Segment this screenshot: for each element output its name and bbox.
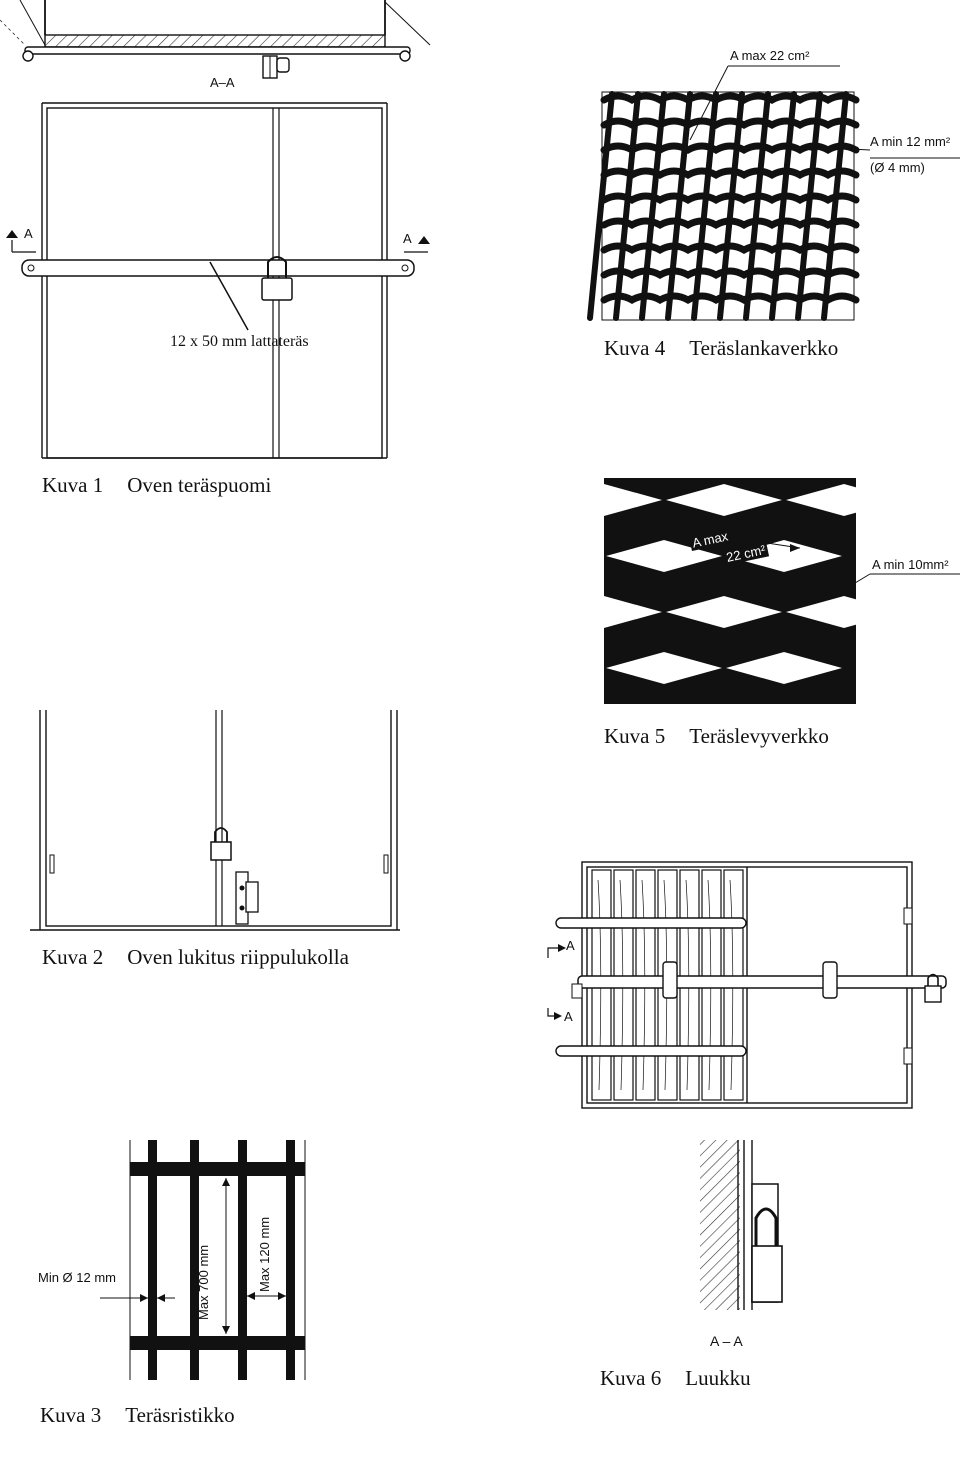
wood-grain [729,879,734,1091]
wood-grain [619,879,624,1091]
fig2-number: Kuva 2 [42,945,104,969]
mesh-wire-diagonal [821,91,849,321]
mesh-wire-diagonal [717,91,745,321]
mesh-wire-diagonal [587,91,615,321]
fig3-caption: Kuva 3 Teräsristikko [40,1403,235,1428]
mask [0,470,604,710]
fig3-bar-label: Min Ø 12 mm [38,1270,117,1285]
mesh-opening [666,484,782,516]
fig1-marker-left: A [24,226,33,241]
fig1-door-elevation [6,102,430,459]
mesh-wire-diagonal [769,91,797,321]
fig6-marker-bottom: A [564,1009,573,1024]
fig5-number: Kuva 5 [604,724,666,748]
wood-grain [707,879,712,1091]
fig6-number: Kuva 6 [600,1366,662,1390]
fig1-caption: Kuva 1 Oven teräspuomi [42,473,271,498]
fig6-caption: Kuva 6 Luukku [600,1366,751,1391]
wood-grain [641,879,646,1091]
fig4-dia-label: (Ø 4 mm) [870,160,925,175]
fig1-section-view [0,0,431,79]
fig3-number: Kuva 3 [40,1403,102,1427]
fig1-callout: 12 x 50 mm lattateräs [170,333,309,350]
fig3-grille-drawing: Max 700 mm Max 120 mm [100,1140,306,1380]
fig1-section-label: A–A [210,75,235,90]
fig4-title: Teräslankaverkko [689,336,839,360]
fig2-caption: Kuva 2 Oven lukitus riippulukolla [42,945,349,970]
mesh-wire-diagonal [743,91,771,321]
fig4-min-label: A min 12 mm² [870,134,951,149]
fig3-spacing-label: Max 120 mm [257,1217,272,1292]
fig5-min-label: A min 10mm² [872,557,949,572]
mesh-wire-diagonal [691,91,719,321]
mesh-opening [726,652,842,684]
fig6-section-drawing [700,1140,783,1310]
fig6-marker-top: A [566,938,575,953]
fig1-title: Oven teräspuomi [127,473,272,497]
mesh-opening [606,652,722,684]
fig1-marker-right: A [403,231,412,246]
mesh-wire-diagonal [639,91,667,321]
mask [856,470,960,710]
fig5-expanded-metal-drawing [0,470,960,710]
fig5-title: Teräslevyverkko [689,724,829,748]
mesh-opening [666,596,782,628]
fig6-hatch-panel-drawing [547,861,947,1109]
mesh-wire-horizontal [600,92,860,105]
fig6-title: Luukku [685,1366,751,1390]
fig2-title: Oven lukitus riippulukolla [127,945,349,969]
fig3-title: Teräsristikko [125,1403,235,1427]
fig6-section-label: A – A [710,1333,743,1349]
wood-grain [597,879,602,1091]
mesh-wire-horizontal [600,117,860,130]
fig5-caption: Kuva 5 Teräslevyverkko [604,724,829,749]
mesh-wire-diagonal [613,91,641,321]
fig1-number: Kuva 1 [42,473,104,497]
mesh-wire-diagonal [665,91,693,321]
mesh-wire-horizontal [600,142,860,155]
fig3-height-label: Max 700 mm [196,1245,211,1320]
wood-grain [685,879,690,1091]
mesh-wire-diagonal [795,91,823,321]
fig4-caption: Kuva 4 Teräslankaverkko [604,336,838,361]
fig4-wire-mesh-drawing [587,65,960,321]
fig4-number: Kuva 4 [604,336,666,360]
fig4-max-label: A max 22 cm² [730,48,810,63]
mesh-wire-horizontal [600,167,860,180]
mesh-wire-horizontal [600,267,860,280]
